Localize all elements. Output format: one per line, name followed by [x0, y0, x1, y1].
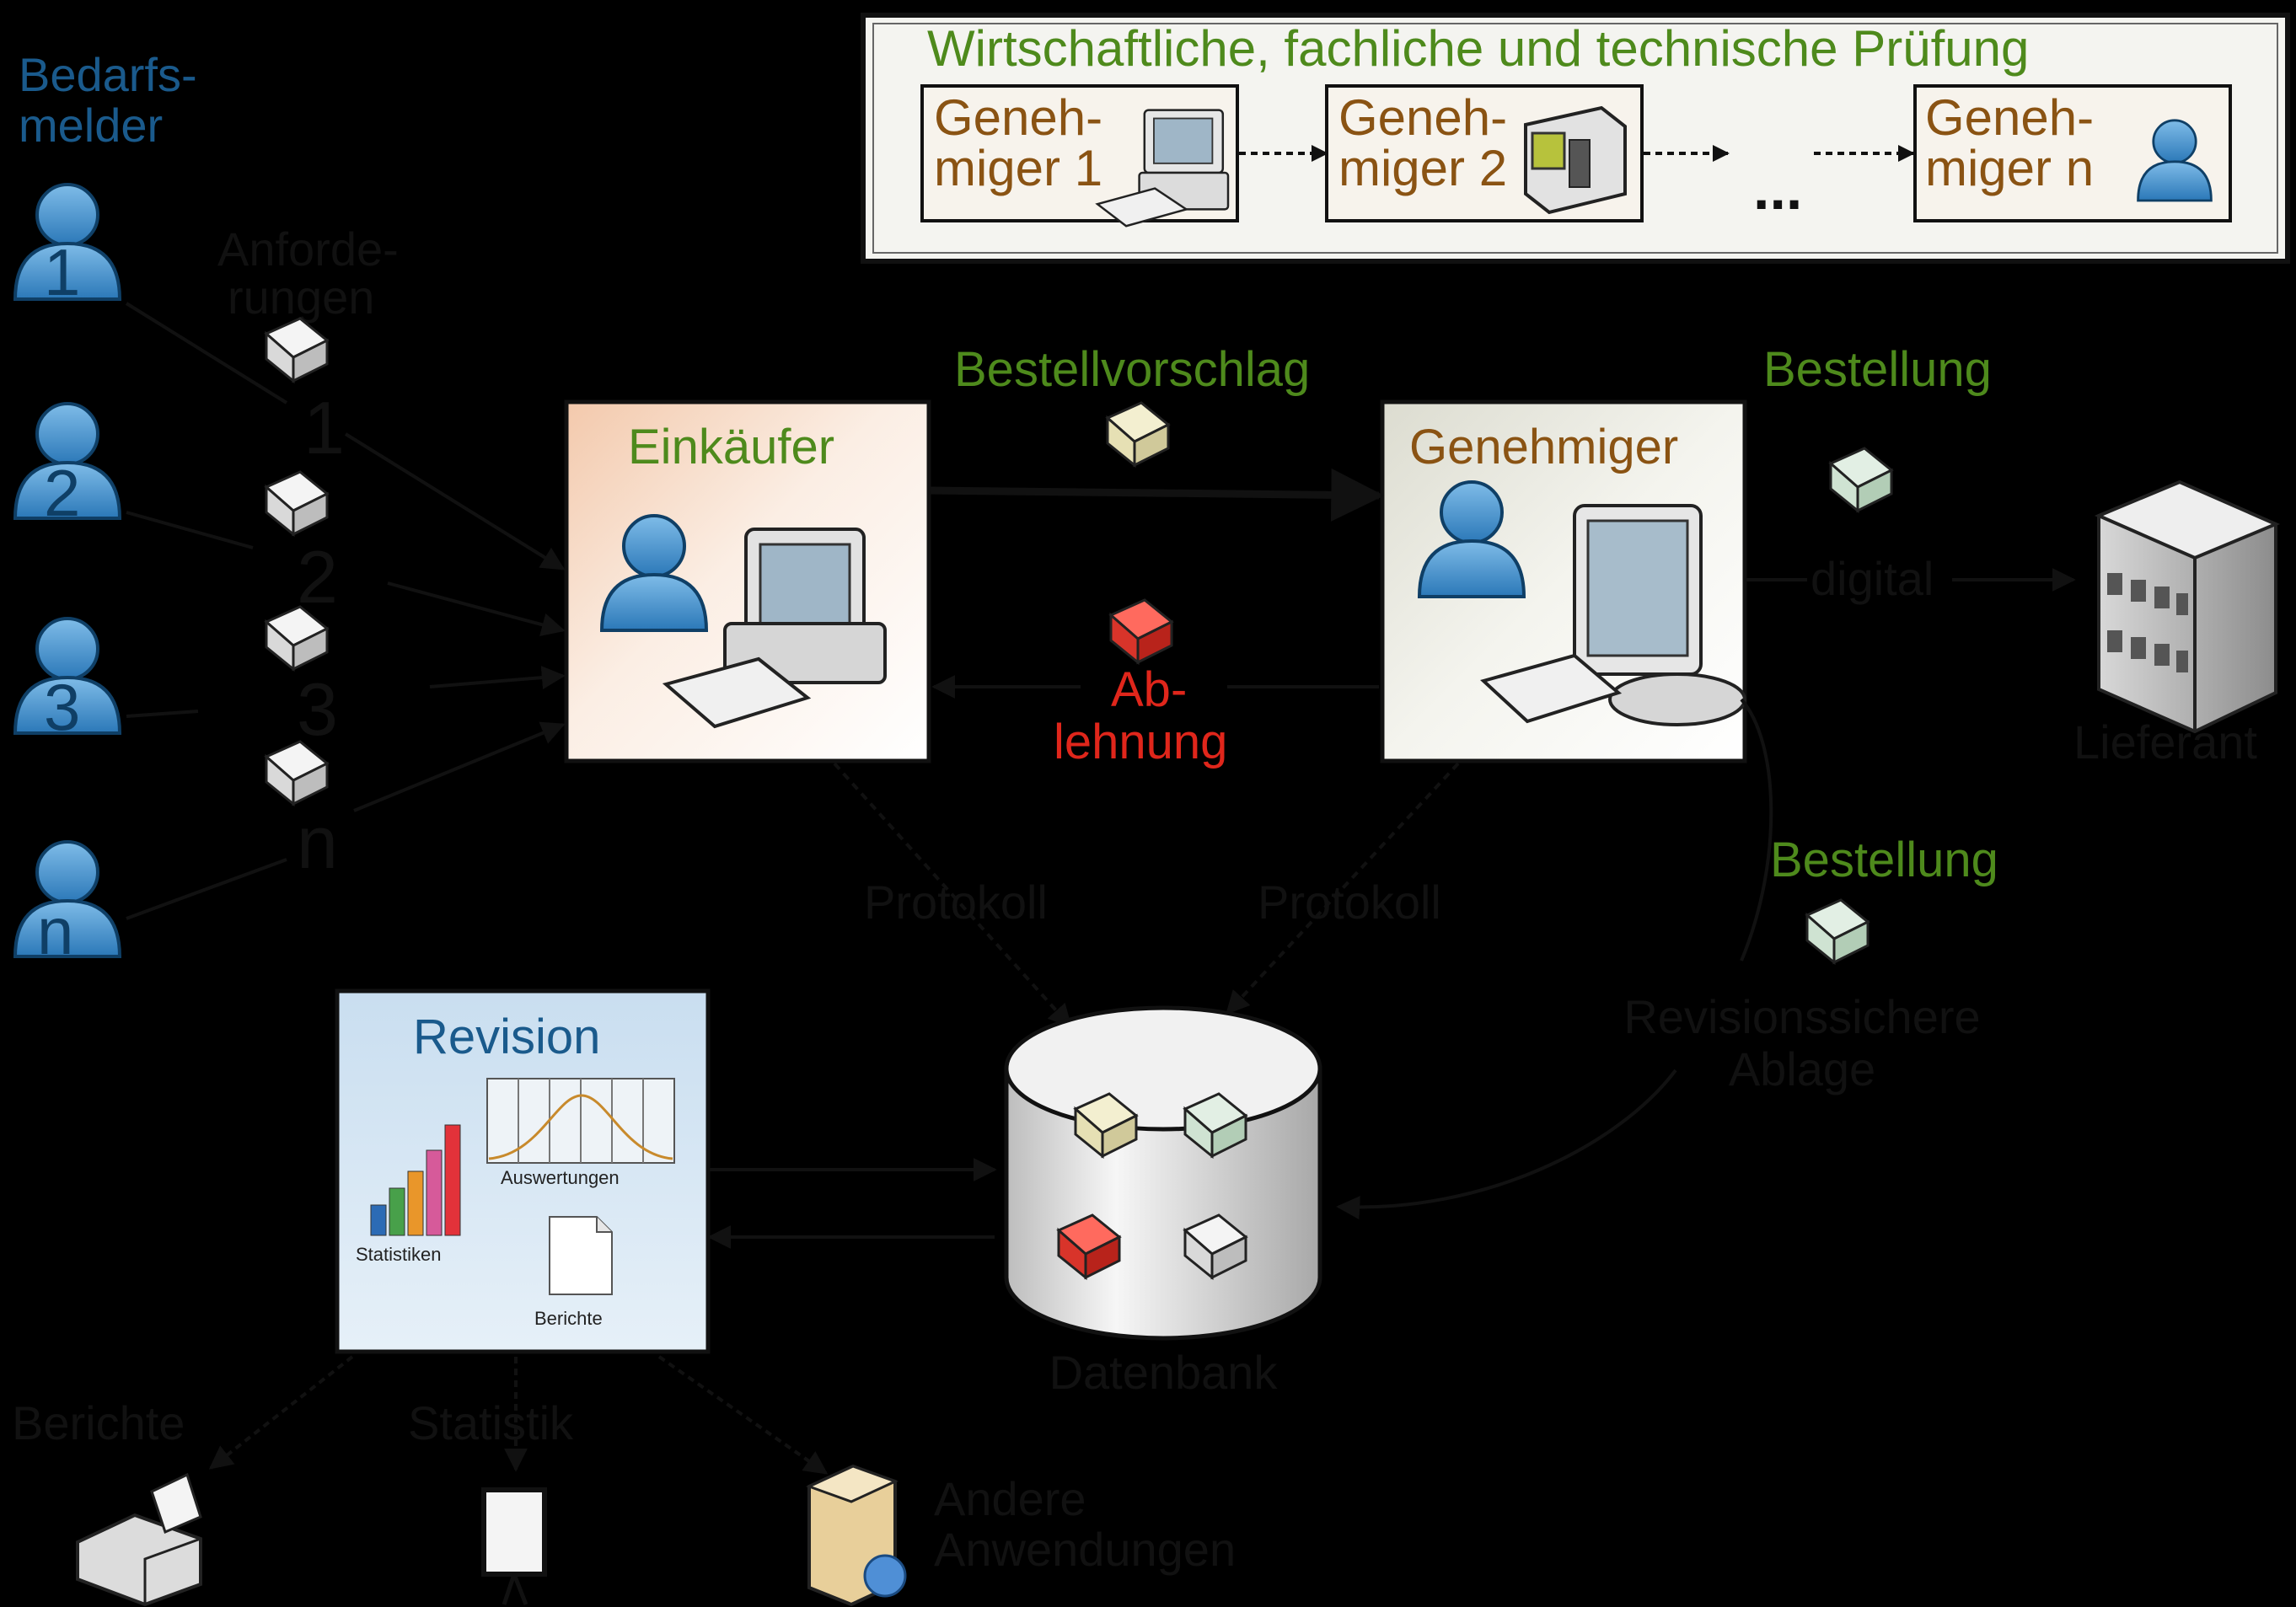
requester-2: 2 — [13, 402, 121, 530]
approver-panel: Genehmiger — [1380, 399, 1747, 763]
request-box-icon — [265, 740, 329, 806]
approver-1-line2: miger 1 — [934, 140, 1102, 196]
evaluations-chart-icon — [486, 1078, 675, 1164]
rejection-line1: Ab- — [1111, 662, 1187, 717]
output-statistics-label: Statistik — [408, 1396, 574, 1449]
db-box-yellow-icon — [1073, 1092, 1139, 1160]
protocol-left-label: Protokoll — [864, 876, 1048, 929]
requester-n: n — [13, 840, 121, 968]
supplier-building-icon — [2094, 479, 2281, 734]
archive-box-icon — [1805, 898, 1870, 966]
buyer-title: Einkäufer — [628, 420, 834, 474]
chain-ellipsis: ... — [1753, 156, 1802, 222]
database-cylinder-icon — [1004, 1005, 1322, 1341]
revision-panel: Revision Auswertungen Statistiken Berich… — [335, 988, 711, 1354]
presentation-board-icon — [481, 1487, 547, 1605]
request-box-icon — [265, 470, 329, 536]
revision-title: Revision — [413, 1010, 600, 1064]
db-box-green-icon — [1183, 1092, 1248, 1160]
rejection-line2: lehnung — [1054, 715, 1227, 769]
order-label-top: Bestellung — [1763, 342, 1992, 397]
requester-3-label: 3 — [44, 670, 80, 744]
request-box-icon — [265, 317, 329, 383]
statistics-chart-icon — [370, 1124, 461, 1236]
request-1-label: 1 — [303, 386, 345, 469]
archive-arrow — [1336, 1069, 1677, 1220]
approval-chain-panel: Wirtschaftliche, fachliche und technisch… — [861, 13, 2290, 264]
database-label: Datenbank — [1049, 1346, 1279, 1399]
buyer-panel: Einkäufer — [564, 399, 931, 763]
approver-1-box: Geneh- miger 1 — [920, 84, 1239, 228]
requester-1: 1 — [13, 183, 121, 309]
output-other-line2: Anwendungen — [934, 1523, 1236, 1576]
computer-icon — [1480, 504, 1746, 726]
db-box-red-icon — [1056, 1213, 1122, 1281]
order-proposal-label: Bestellvorschlag — [954, 342, 1310, 397]
requesters-title-line1: Bedarfs- — [19, 48, 197, 101]
approver-n-line2: miger n — [1925, 140, 2094, 196]
order-channel-label: digital — [1811, 552, 1934, 605]
supplier-label: Lieferant — [2073, 715, 2257, 769]
statistics-label: Statistiken — [356, 1244, 442, 1265]
order-box-icon — [1828, 447, 1894, 514]
archive-label-line2: Ablage — [1729, 1042, 1875, 1095]
request-3-label: 3 — [297, 667, 338, 751]
device-icon — [1524, 105, 1627, 215]
archive-label-line1: Revisionssichere — [1623, 990, 1980, 1043]
approver-1-line1: Geneh- — [934, 89, 1102, 146]
protocol-left-arrow — [833, 762, 1072, 1029]
output-reports-label: Berichte — [12, 1396, 185, 1449]
protocol-right-arrow — [1226, 762, 1460, 1015]
reports-label: Berichte — [534, 1308, 603, 1329]
approver-title: Genehmiger — [1409, 420, 1678, 474]
request-2-label: 2 — [297, 535, 338, 619]
printer-icon — [76, 1472, 202, 1607]
approver-n-box: Geneh- miger n — [1913, 84, 2232, 222]
output-other-line1: Andere — [934, 1472, 1086, 1525]
requester-n-label: n — [37, 894, 73, 968]
reports-document-icon — [549, 1216, 613, 1295]
requests-title-line1: Anforde- — [217, 222, 399, 276]
requester-2-label: 2 — [44, 456, 80, 530]
requests-title-line2: rungen — [228, 271, 374, 324]
approver-2-line2: miger 2 — [1338, 140, 1507, 196]
approver-2-box: Geneh- miger 2 — [1325, 84, 1644, 222]
rejection-box-icon — [1108, 598, 1174, 666]
reports-output-arrow — [208, 1355, 354, 1470]
request-n-label: n — [297, 801, 338, 884]
server-icon — [806, 1464, 907, 1607]
requester-3: 3 — [13, 617, 121, 744]
requesters-title-line2: melder — [19, 99, 163, 152]
proposal-arrow — [930, 468, 1385, 522]
request-lines — [125, 302, 566, 920]
other-output-arrow — [657, 1355, 829, 1475]
archive-curve-top — [1740, 698, 1773, 962]
evaluations-label: Auswertungen — [501, 1167, 620, 1188]
requester-1-label: 1 — [44, 235, 80, 309]
computer-icon — [662, 528, 887, 729]
approver-n-line1: Geneh- — [1925, 89, 2094, 146]
order-proposal-box-icon — [1105, 401, 1171, 469]
protocol-right-label: Protokoll — [1258, 876, 1441, 929]
approver-2-line1: Geneh- — [1338, 89, 1507, 146]
approval-chain-title: Wirtschaftliche, fachliche und technisch… — [927, 20, 2029, 77]
order-label-archive: Bestellung — [1770, 833, 1998, 887]
